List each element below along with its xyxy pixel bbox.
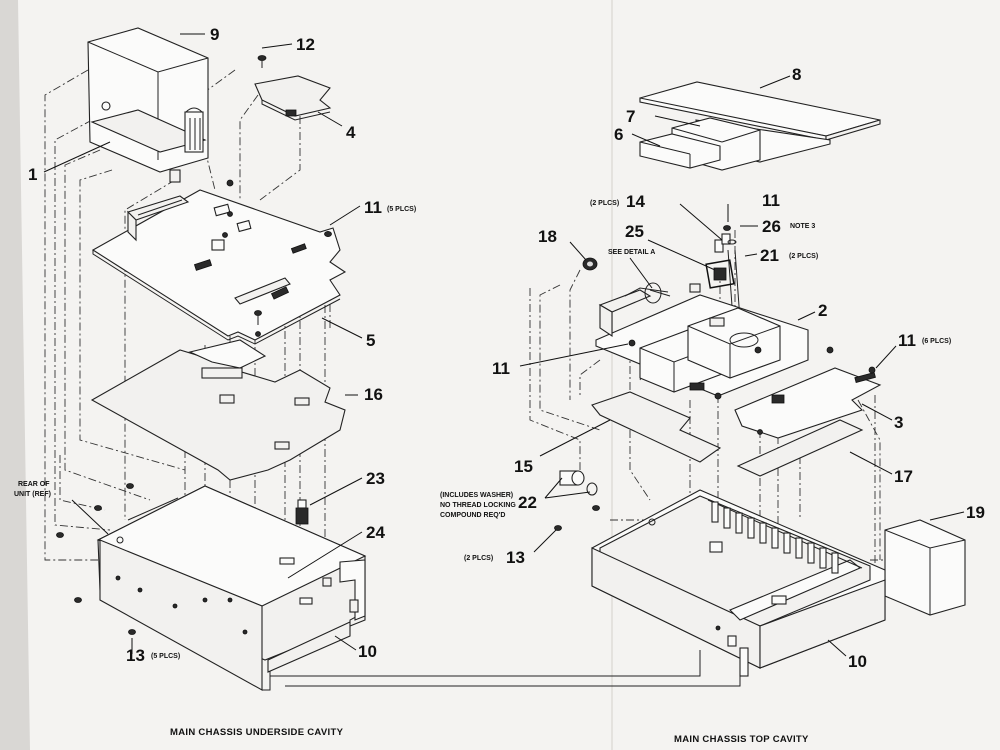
rear-of-unit-line1: REAR OF <box>18 481 50 488</box>
callout-22-line1: (INCLUDES WASHER) <box>440 492 513 499</box>
callout-18: 18 <box>538 227 557 246</box>
callout-14-note: (2 PLCS) <box>590 200 619 207</box>
screw-12 <box>257 55 267 68</box>
part-2-top-deck <box>595 282 809 400</box>
callout-26: 26 <box>762 217 781 236</box>
screws-11-left <box>254 231 332 325</box>
callout-13-right: 13 <box>506 548 525 567</box>
callout-13-right-note: (2 PLCS) <box>464 555 493 562</box>
callout-3: 3 <box>894 413 903 432</box>
rear-of-unit-line2: UNIT (REF) <box>14 491 51 498</box>
part-10-chassis-underside <box>56 483 367 691</box>
callout-7: 7 <box>626 107 635 126</box>
callout-21-note: (2 PLCS) <box>789 253 818 260</box>
callout-9: 9 <box>210 25 219 44</box>
part-19-block <box>884 519 966 616</box>
part-3-board <box>689 346 882 439</box>
callout-5: 5 <box>366 331 375 350</box>
caption-top: MAIN CHASSIS TOP CAVITY <box>674 734 809 745</box>
callout-11-top: 11 <box>762 191 780 210</box>
right-callouts: 8 7 6 (2 PLCS) 14 11 26 NOTE 3 18 25 SEE… <box>440 65 985 671</box>
part-6-pad <box>639 133 721 169</box>
callout-25: 25 <box>625 222 644 241</box>
callout-11-right: 11 <box>898 331 916 350</box>
callout-16: 16 <box>364 385 383 404</box>
callout-11-mid: 11 <box>492 359 510 378</box>
part-16-insulator <box>90 339 346 481</box>
callout-10-right: 10 <box>848 652 867 671</box>
callout-10-left: 10 <box>358 642 377 661</box>
part-23-clip <box>295 499 309 525</box>
callout-11-left: 11 <box>364 198 382 217</box>
part-9-cover-box <box>87 27 209 183</box>
callout-22: 22 <box>518 493 537 512</box>
left-leader-lines <box>43 33 363 654</box>
callout-22-line3: COMPOUND REQ'D <box>440 512 505 519</box>
callout-22-line2: NO THREAD LOCKING <box>440 502 516 509</box>
callout-21: 21 <box>760 246 779 265</box>
left-view: 9 12 4 1 11 (5 PLCS) 5 16 23 24 10 13 (5… <box>14 25 416 738</box>
see-detail-a: SEE DETAIL A <box>608 249 655 256</box>
connecting-line <box>270 650 701 677</box>
callout-26-note: NOTE 3 <box>790 223 815 230</box>
callout-14: 14 <box>626 192 645 211</box>
callout-19: 19 <box>966 503 985 522</box>
part-17-pad <box>736 419 864 477</box>
callout-23: 23 <box>366 469 385 488</box>
left-callouts: 9 12 4 1 11 (5 PLCS) 5 16 23 24 10 13 (5… <box>14 25 416 665</box>
part-18-grommet <box>582 257 598 271</box>
part-10-chassis-top <box>554 489 886 677</box>
callout-24: 24 <box>366 523 385 542</box>
callout-17: 17 <box>894 467 913 486</box>
callout-11-right-note: (6 PLCS) <box>922 338 951 345</box>
callout-13-left: 13 <box>126 646 145 665</box>
caption-underside: MAIN CHASSIS UNDERSIDE CAVITY <box>170 727 344 738</box>
callout-6: 6 <box>614 125 623 144</box>
callout-13-left-note: (5 PLCS) <box>151 653 180 660</box>
part-4-small-board <box>254 75 332 121</box>
part-22-standoff <box>559 470 598 496</box>
callout-4: 4 <box>346 123 356 142</box>
callout-12: 12 <box>296 35 315 54</box>
callout-8: 8 <box>792 65 801 84</box>
callout-1: 1 <box>28 165 37 184</box>
right-view: 8 7 6 (2 PLCS) 14 11 26 NOTE 3 18 25 SEE… <box>440 65 985 745</box>
part-5-main-pcb <box>91 179 347 345</box>
right-leader-lines <box>519 75 965 657</box>
part-15-pad <box>591 391 722 463</box>
callout-11-left-note: (5 PLCS) <box>387 206 416 213</box>
pin-row <box>711 501 839 574</box>
callout-15: 15 <box>514 457 533 476</box>
callout-2: 2 <box>818 301 827 320</box>
